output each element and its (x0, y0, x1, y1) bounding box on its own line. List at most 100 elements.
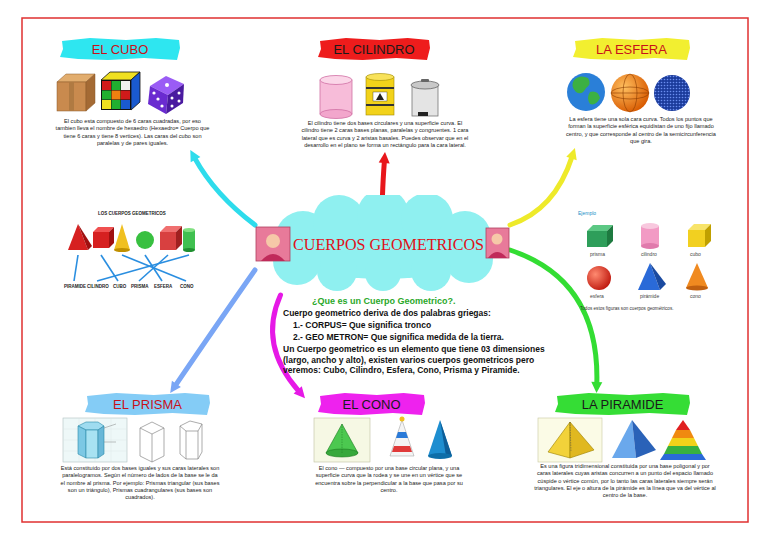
text-label: PIRAMIDE (64, 284, 86, 289)
text-label: cono (690, 293, 701, 299)
cardboard-box (57, 74, 95, 111)
cloud-part (411, 251, 451, 291)
shapes-example-picture (587, 231, 607, 247)
photo (256, 227, 290, 261)
banner-brush (60, 38, 180, 60)
prism-picture (63, 418, 127, 462)
topic-heading: LA PIRAMIDE (555, 393, 690, 415)
text-label: 2.- GEO METRON= Que significa medida de … (293, 332, 504, 342)
photo-detail (261, 254, 285, 261)
arrowhead (566, 148, 576, 160)
prism-picture (152, 434, 153, 462)
cone-picture (390, 420, 414, 456)
globe (588, 92, 600, 105)
shapes-example-picture (688, 230, 705, 247)
orange-sphere (611, 74, 649, 112)
trash-can (411, 79, 439, 116)
trash-can (411, 81, 439, 89)
topic-description: El cono — compuesto por una base circula… (310, 465, 468, 494)
trash-can (418, 112, 428, 116)
dotted-sphere (654, 75, 690, 111)
shapes-matching-picture (93, 232, 109, 248)
cone-picture (314, 418, 370, 462)
topic-node: EL CILINDROEl cilindro tiene dos bases c… (300, 38, 470, 152)
purple-dice (150, 76, 184, 95)
rubik-cube (121, 81, 130, 90)
shapes-example-picture (575, 207, 722, 317)
trash-can (412, 86, 438, 116)
prism-picture (98, 426, 104, 458)
photo-detail (266, 234, 280, 248)
shapes-example-picture (705, 224, 711, 247)
connector-line (383, 161, 385, 195)
text-label: PRISMA (131, 284, 149, 289)
cone-picture (428, 453, 452, 459)
arrowhead (379, 152, 390, 163)
shapes-matching-picture (183, 228, 195, 232)
rubik-cube (112, 91, 121, 100)
text-label: pirámide (640, 293, 659, 299)
purple-dice (171, 105, 174, 108)
prism-picture (63, 418, 127, 462)
shapes-example-picture (575, 207, 722, 317)
purple-dice (160, 104, 163, 107)
cone-picture (440, 420, 452, 456)
connector-arrow (170, 270, 255, 393)
cardboard-box (57, 82, 86, 111)
globe (567, 73, 605, 111)
cloud-title-box: CUERPOS GEOMETRICOS (292, 195, 485, 295)
cone-picture (314, 417, 452, 463)
shapes-matching-picture (160, 232, 176, 250)
pink-cylinder (320, 76, 352, 119)
banner-brush (573, 38, 690, 60)
yellow-barrel (366, 74, 394, 81)
cone-picture (392, 446, 412, 452)
photo (486, 228, 509, 258)
arrowhead (591, 382, 602, 393)
shapes-example-picture (641, 223, 659, 229)
prism-picture (140, 421, 202, 462)
prism-picture (180, 426, 181, 454)
connector-line (175, 270, 255, 386)
prism-picture (111, 418, 112, 462)
arrowhead (170, 381, 181, 393)
rubik-cube (102, 100, 111, 109)
prism-picture (140, 456, 164, 462)
pyramid-picture (676, 420, 690, 430)
dotted-sphere (654, 75, 690, 111)
pink-cylinder (320, 76, 352, 85)
purple-dice (166, 84, 184, 114)
rubik-cube (112, 81, 121, 90)
topic-node: EL CONOEl cono — compuesto por una base … (305, 393, 470, 497)
text-label: Un Cuerpo geometrico es un elemento que … (283, 344, 570, 376)
pyramid-picture (538, 418, 706, 462)
page-frame (22, 18, 748, 522)
photo-detail (488, 252, 507, 258)
pyramid-picture (664, 446, 702, 454)
cone-picture (342, 424, 343, 453)
prism-picture (198, 431, 199, 459)
yellow-barrel (376, 93, 384, 100)
pink-cylinder (320, 110, 352, 119)
prism-picture (104, 424, 116, 428)
globe (567, 73, 605, 111)
shapes-example-picture (587, 266, 611, 290)
purple-dice (148, 86, 168, 114)
shapes-matching-picture (62, 208, 208, 300)
shapes-example-picture (686, 286, 708, 291)
orange-sphere (611, 93, 649, 94)
prism-picture (180, 452, 202, 459)
text-label: 1.- CORPUS= Que significa tronco (293, 320, 431, 330)
pyramid-picture (660, 454, 706, 460)
pyramid-picture (612, 420, 636, 458)
text-label: CILINDRO (87, 284, 109, 289)
text-label: LOS CUERPOS GEOMETRICOS (98, 211, 166, 216)
pyramid-picture (570, 422, 571, 452)
rubik-cube (131, 72, 140, 110)
shapes-example-picture (686, 263, 708, 288)
text-label: ESFERA (154, 284, 172, 289)
connector-arrow (510, 148, 577, 225)
prism-picture (164, 428, 165, 456)
banner-brush (318, 393, 425, 415)
cone-picture (428, 420, 452, 456)
